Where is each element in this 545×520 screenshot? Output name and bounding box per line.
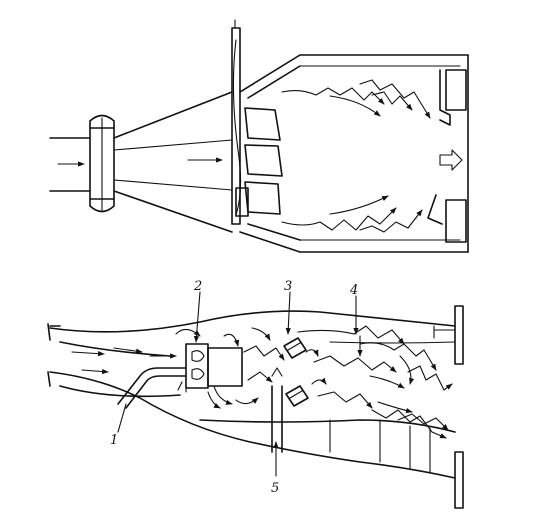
- top-combustor-figure: [49, 19, 469, 253]
- callout-3: 3: [284, 279, 292, 294]
- top-outer-casing: [239, 54, 469, 253]
- fuel-injector-pipe: [117, 367, 187, 409]
- bottom-inlet-arrows: [71, 328, 233, 409]
- secondary-injectors: [283, 337, 309, 407]
- swirler-plate: [231, 19, 242, 225]
- swirl-vanes: [235, 107, 283, 217]
- pilot-tube: [271, 367, 283, 453]
- callout-4: 4: [349, 283, 358, 298]
- callout-labels: 1 2 3 4 5: [110, 279, 358, 496]
- top-liner: [247, 65, 467, 243]
- exit-flow-arrow: [439, 149, 463, 171]
- inlet-flow-arrows: [57, 157, 223, 167]
- inlet-flange: [89, 91, 233, 233]
- bottom-outer-casing: [47, 310, 456, 479]
- swirler-housing: [177, 343, 243, 393]
- bottom-liner: [59, 341, 456, 433]
- lower-panel-ribs: [329, 419, 431, 473]
- upper-recirculation-flow: [281, 79, 431, 119]
- callout-5: 5: [271, 481, 279, 496]
- callout-2: 2: [193, 279, 202, 294]
- diffuser-inner-lines: [113, 139, 233, 191]
- callout-1: 1: [110, 433, 118, 448]
- bottom-main-flow: [297, 325, 453, 439]
- lower-recirculation-flow: [281, 195, 423, 233]
- exit-flanges: [433, 305, 464, 509]
- callout-leaders: [117, 291, 359, 477]
- bottom-swirl-flow: [223, 327, 327, 405]
- inlet-pipe: [49, 137, 91, 192]
- bottom-combustor-figure: 1 2 3 4 5: [47, 279, 464, 509]
